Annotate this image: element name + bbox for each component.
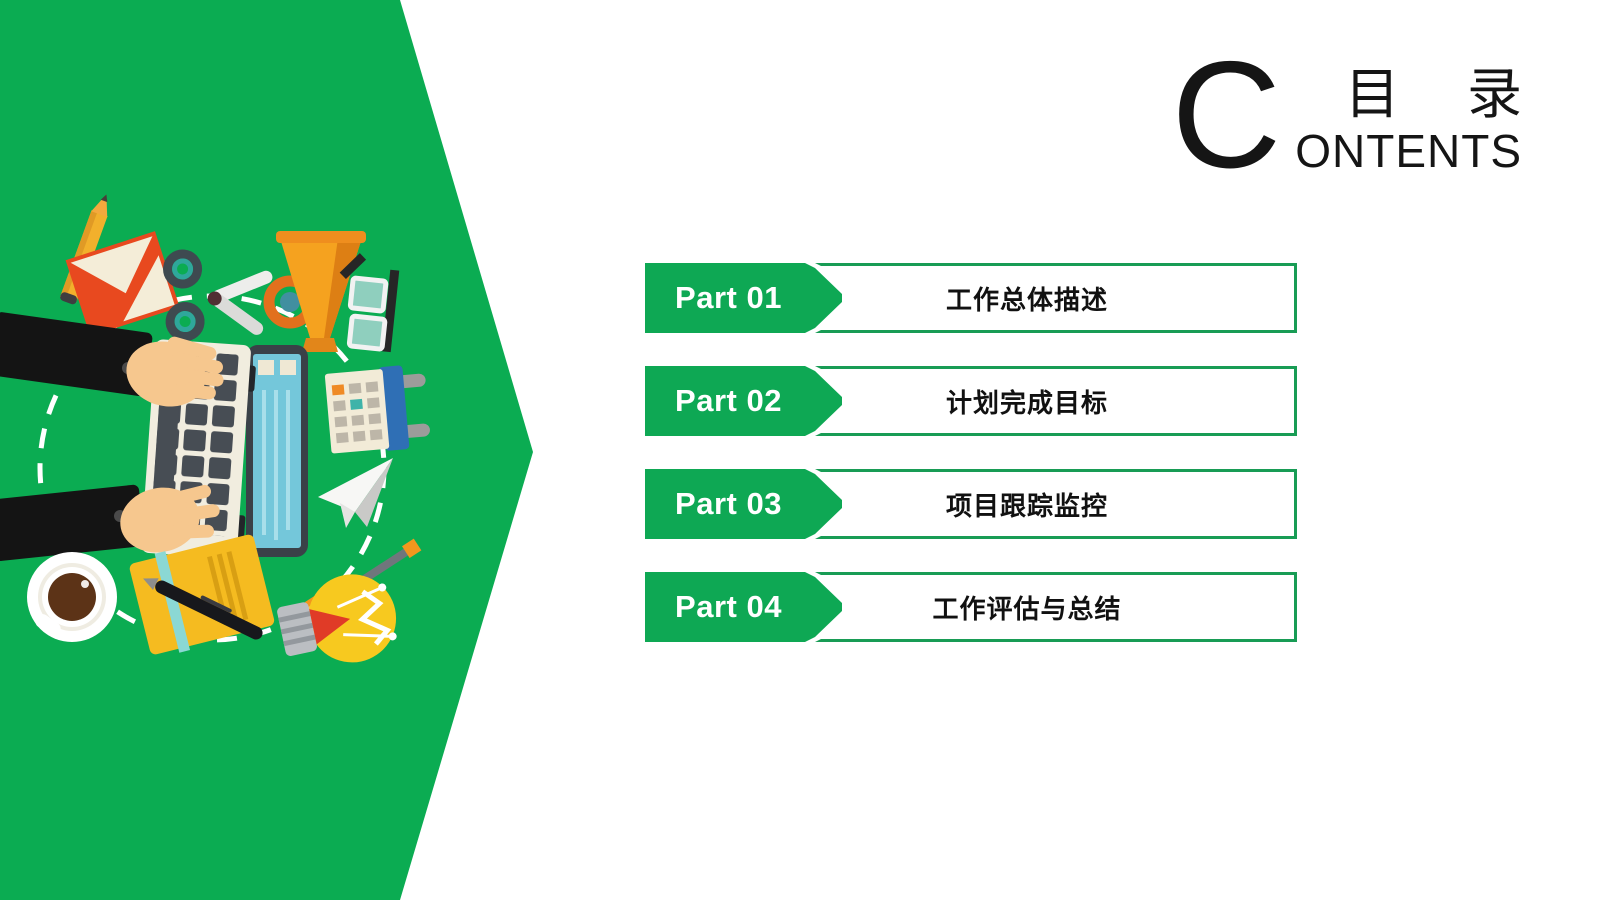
toc-item-3[interactable]: Part 03 项目跟踪监控 <box>645 469 1297 539</box>
part-label: Part 03 <box>645 469 842 539</box>
toc-item-4[interactable]: Part 04 工作评估与总结 <box>645 572 1297 642</box>
paper-plane-icon <box>318 458 393 528</box>
part-label-text: Part 04 <box>675 589 782 624</box>
toc-item-title: 工作总体描述 <box>945 284 1108 315</box>
toc-item-title: 计划完成目标 <box>945 387 1108 418</box>
part-label-text: Part 02 <box>675 383 782 418</box>
toc-item-2[interactable]: Part 02 计划完成目标 <box>645 366 1297 436</box>
envelope-icon <box>65 231 180 337</box>
eyeglasses-icon <box>339 253 400 353</box>
calculator-icon <box>324 365 430 454</box>
title-chinese: 目 录 <box>1344 62 1548 125</box>
typing-hand-upper <box>0 312 224 407</box>
part-label: Part 04 <box>645 572 842 642</box>
scissors-icon <box>163 249 273 342</box>
title-english: ONTENTS <box>1295 124 1522 177</box>
title-column: 目 录 ONTENTS <box>1295 66 1522 177</box>
left-illustration <box>0 0 533 900</box>
toc-item-title: 项目跟踪监控 <box>945 490 1108 521</box>
part-label: Part 02 <box>645 366 842 436</box>
coffee-cup-icon <box>27 552 117 642</box>
page-title: C 目 录 ONTENTS <box>1171 30 1522 200</box>
toc-list: Part 01 工作总体描述 Part 02 计划完成目标 Part 03 项目… <box>645 263 1297 675</box>
toc-item-1[interactable]: Part 01 工作总体描述 <box>645 263 1297 333</box>
part-label-text: Part 01 <box>675 280 782 315</box>
lightbulb-icon <box>277 574 397 663</box>
typing-hand-lower <box>0 484 220 561</box>
smartphone-icon <box>246 345 308 557</box>
part-label: Part 01 <box>645 263 842 333</box>
toc-item-title: 工作评估与总结 <box>932 593 1122 624</box>
title-initial: C <box>1171 30 1282 200</box>
part-label-text: Part 03 <box>675 486 782 521</box>
pen-icon <box>143 578 263 640</box>
